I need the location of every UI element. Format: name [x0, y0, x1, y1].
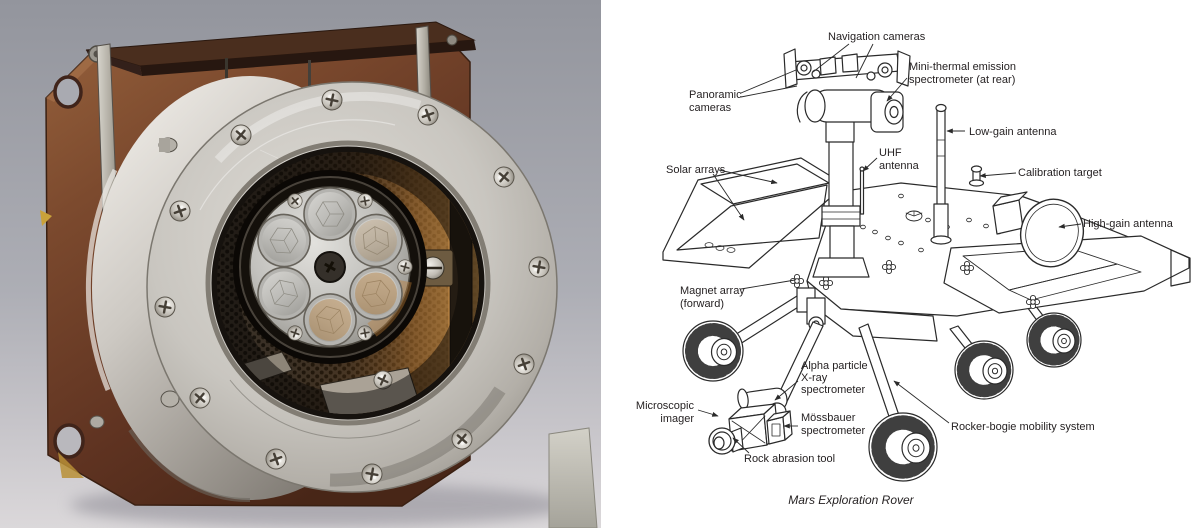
label-apxs-1: Alpha particle: [801, 360, 868, 372]
label-magnet-2: (forward): [680, 298, 724, 310]
instrument-photo: [0, 0, 601, 528]
rover-diagram-panel: Navigation cameras Mini-thermal emission…: [601, 0, 1200, 528]
label-apxs-2: X-ray: [801, 372, 828, 384]
support-foot: [548, 427, 598, 528]
uhf-antenna: [859, 166, 865, 215]
low-gain-antenna: [930, 103, 952, 245]
high-gain-antenna: [992, 191, 1084, 268]
label-rock-abrasion-tool: Rock abrasion tool: [744, 453, 835, 465]
solar-array-right: [943, 235, 1191, 314]
label-microscopic-2: imager: [660, 413, 694, 425]
label-calibration-target: Calibration target: [1018, 167, 1102, 179]
sundial-fitting: [905, 210, 923, 222]
wheel-front-left: [682, 287, 816, 382]
aperture-rim: [205, 140, 491, 426]
navcam-left: [819, 56, 837, 76]
navcam-right: [841, 53, 859, 73]
label-mini-tes-2: spectrometer (at rear): [909, 74, 1015, 86]
label-magnet-1: Magnet array: [680, 285, 745, 297]
rover-diagram: Navigation cameras Mini-thermal emission…: [601, 0, 1200, 528]
label-solar-arrays: Solar arrays: [666, 164, 726, 176]
label-rocker-bogie: Rocker-bogie mobility system: [951, 421, 1095, 433]
label-panoramic-2: cameras: [689, 102, 732, 114]
leader-lines: [697, 43, 1082, 454]
label-apxs-3: spectrometer: [801, 384, 866, 396]
wheel-middle-right: [949, 325, 1014, 400]
calibration-target: [968, 165, 985, 187]
label-panoramic-1: Panoramic: [689, 89, 742, 101]
label-mossbauer-2: spectrometer: [801, 425, 866, 437]
instrument-photo-panel: [0, 0, 601, 528]
label-mini-tes-1: Mini-thermal emission: [909, 61, 1016, 73]
label-uhf-1: UHF: [879, 147, 902, 159]
label-mossbauer-1: Mössbauer: [801, 412, 856, 424]
rock-abrasion-tool-ring: [708, 427, 744, 455]
label-high-gain: High-gain antenna: [1083, 218, 1174, 230]
label-navigation-cameras: Navigation cameras: [828, 31, 926, 43]
camera-mast: [783, 48, 911, 278]
label-uhf-2: antenna: [879, 160, 920, 172]
label-low-gain: Low-gain antenna: [969, 126, 1057, 138]
mirror-wheel: [233, 170, 427, 364]
diagram-caption: Mars Exploration Rover: [788, 493, 914, 507]
diagram-labels: Navigation cameras Mini-thermal emission…: [636, 31, 1174, 507]
label-microscopic-1: Microscopic: [636, 400, 695, 412]
instrument-interior: [217, 152, 479, 414]
wheel-middle-left: [858, 323, 938, 482]
